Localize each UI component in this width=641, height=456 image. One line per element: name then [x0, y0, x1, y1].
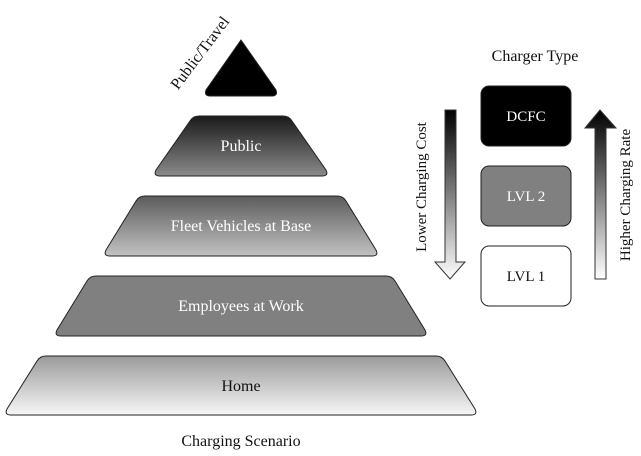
tier-public-shape [154, 115, 328, 177]
tier-employees-label: Employees at Work [178, 298, 304, 315]
rate-arrow-label: Higher Charging Rate [618, 129, 634, 262]
rate-arrow-up-icon [583, 109, 618, 280]
tier-fleet-shape [104, 195, 378, 257]
tier-employees-shape [55, 275, 427, 337]
tier-home-shape [5, 355, 477, 416]
tier-public-travel-shape [205, 39, 277, 97]
cost-arrow-label: Lower Charging Cost [414, 121, 430, 252]
tier-home-label: Home [221, 378, 260, 395]
charger-box-dcfc [480, 85, 572, 147]
cost-arrow-down-icon [433, 109, 467, 280]
charger-box-lvl1 [480, 245, 572, 307]
charger-box-lvl2 [480, 165, 572, 227]
pyramid-caption: Charging Scenario [181, 433, 300, 450]
charger-panel-title: Charger Type [492, 48, 579, 65]
tier-fleet-label: Fleet Vehicles at Base [171, 218, 312, 235]
charger-box-lvl2-label: LVL 2 [507, 189, 545, 205]
tier-public-label: Public [221, 138, 262, 155]
charger-box-lvl1-label: LVL 1 [507, 269, 545, 285]
charger-box-dcfc-label: DCFC [506, 109, 545, 125]
charger-panel: Charger Type DCFC LVL 2 LVL 1 Lower Char… [414, 48, 634, 307]
pyramid: Public/Travel Public Fleet Vehicles at B… [5, 13, 477, 450]
